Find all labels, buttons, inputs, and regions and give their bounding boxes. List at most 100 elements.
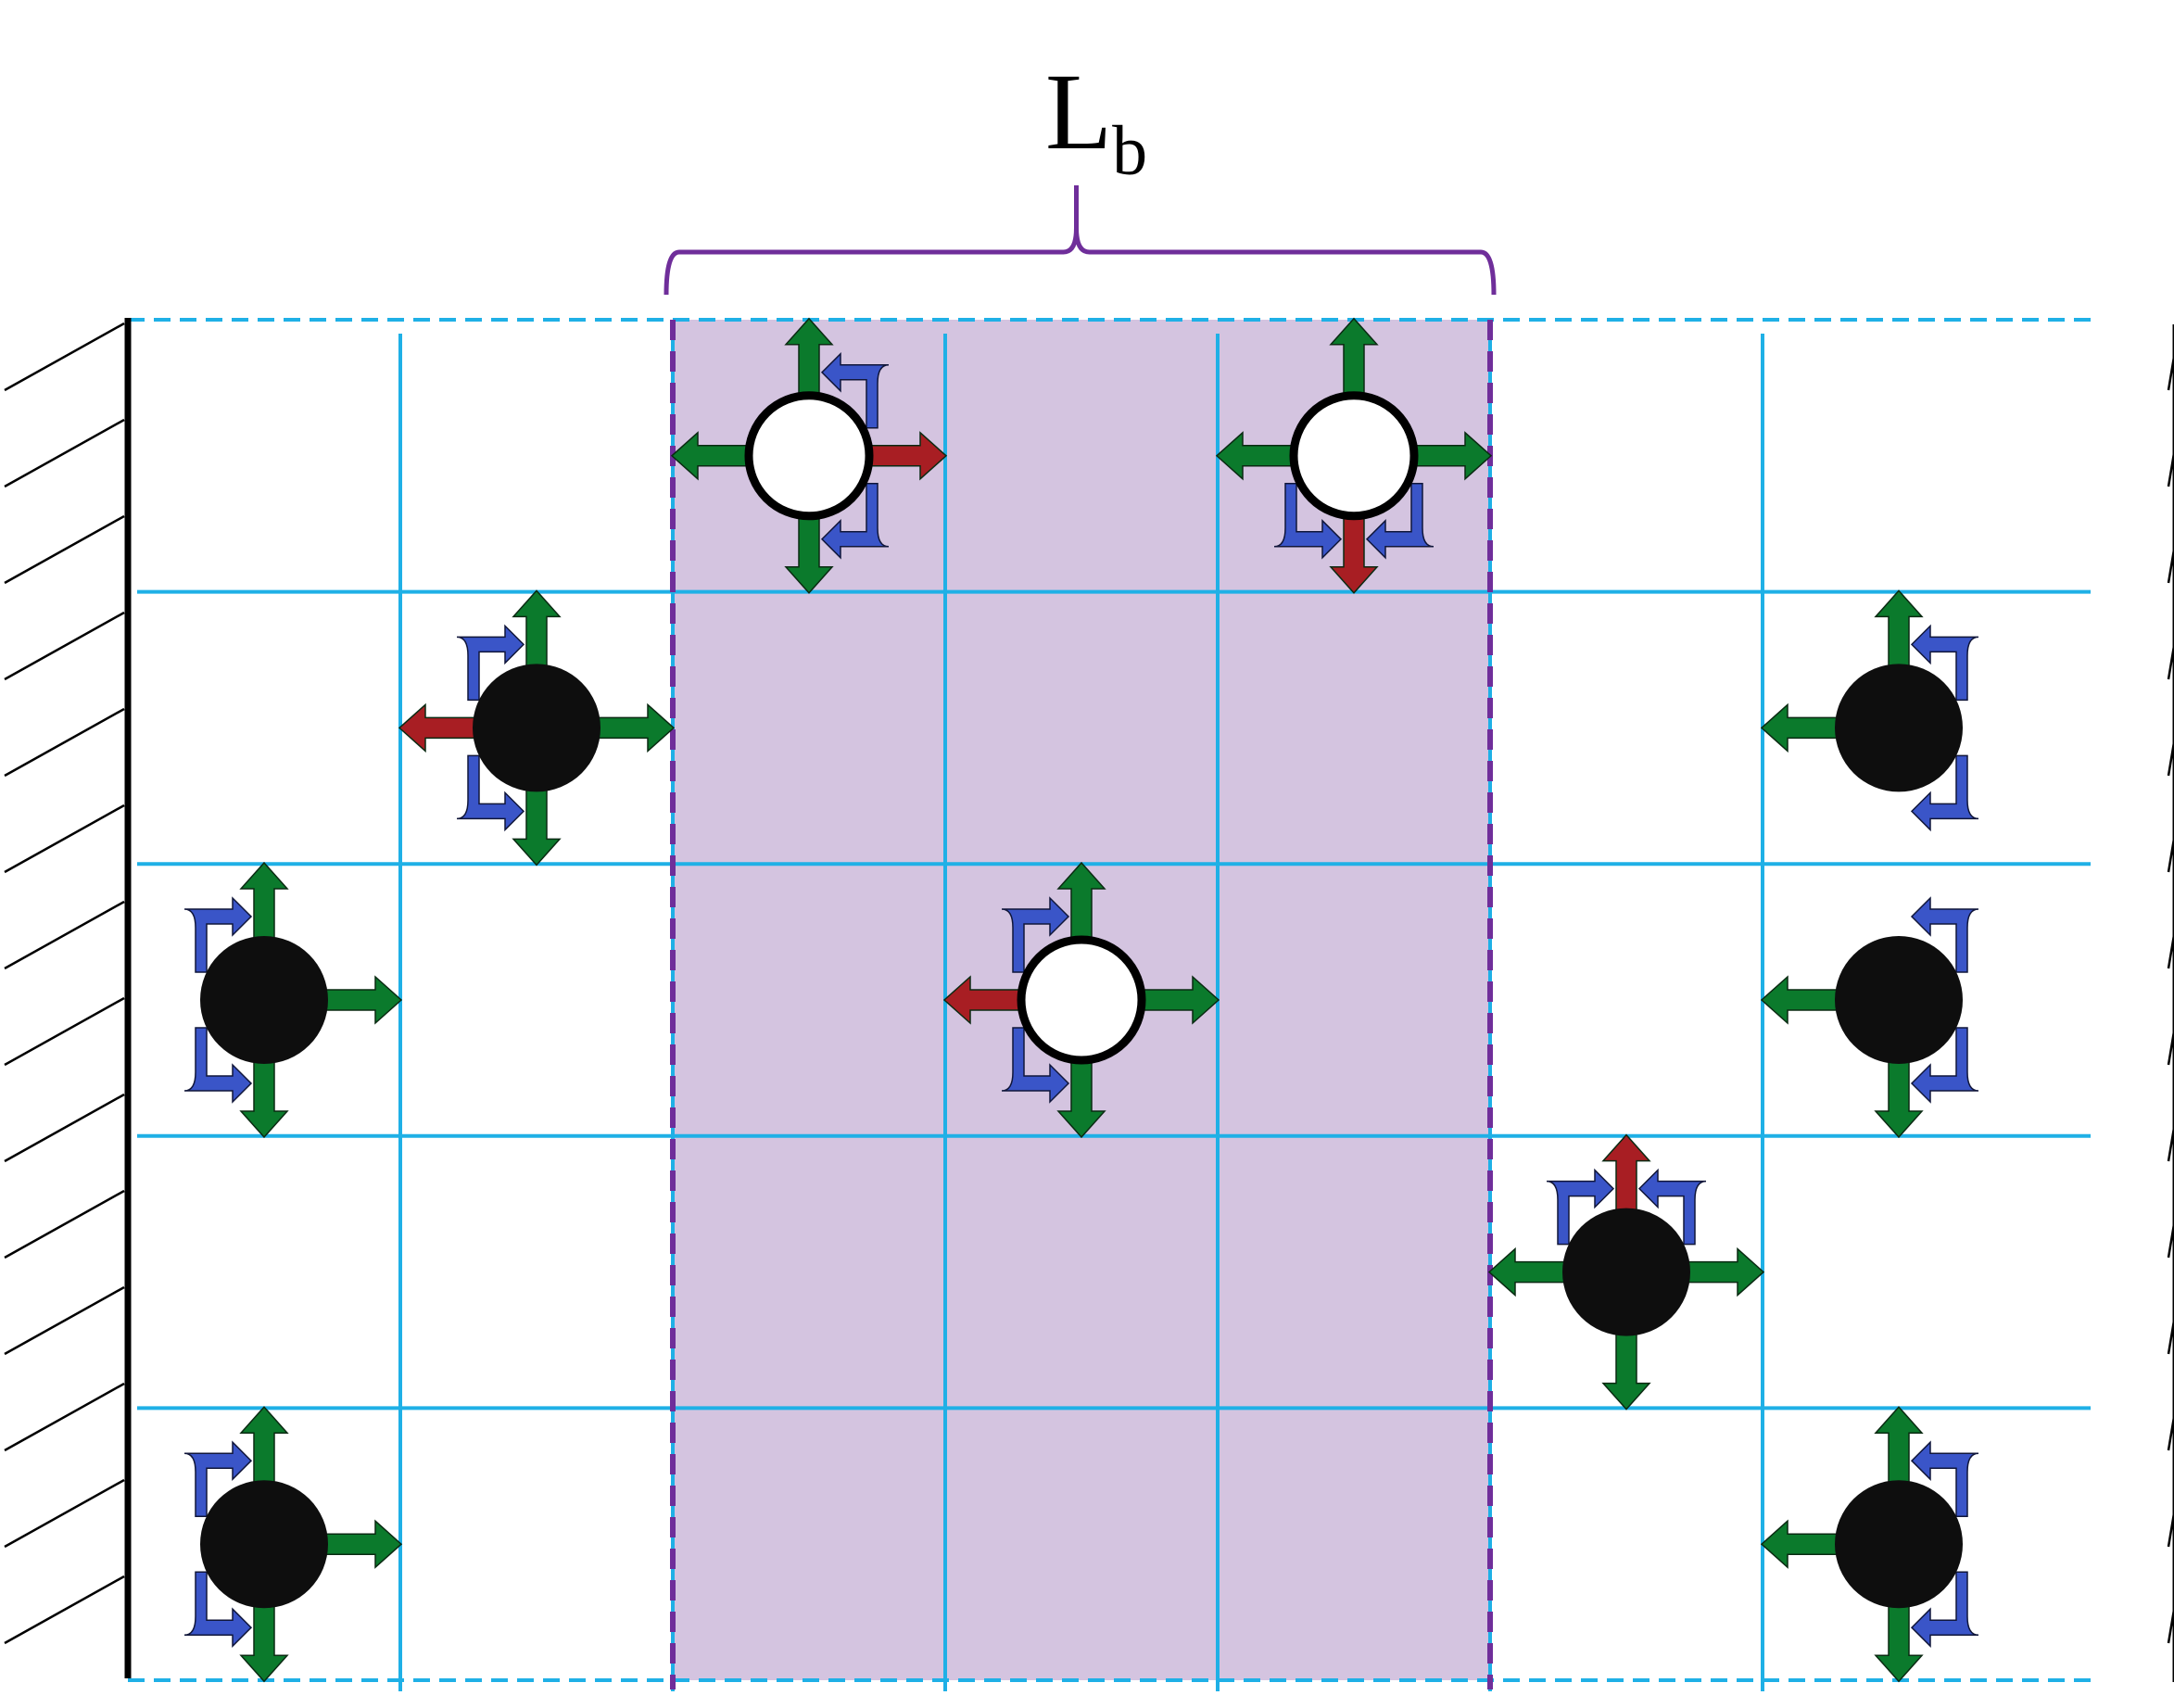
particle-filled bbox=[183, 1406, 403, 1683]
rotation-arrow-icon bbox=[183, 1027, 253, 1104]
wall-hatch-right bbox=[2167, 639, 2174, 680]
wall-hatch-right bbox=[2167, 1602, 2174, 1644]
wall-hatch-left bbox=[4, 1382, 125, 1452]
wall-hatch-left bbox=[4, 996, 125, 1067]
band-length-label-sub: b bbox=[1112, 112, 1147, 190]
wall-hatch-left bbox=[4, 611, 125, 681]
particle-filled-circle bbox=[1835, 936, 1963, 1064]
particle-filled bbox=[1760, 589, 1979, 832]
particle-open-circle bbox=[1289, 391, 1419, 521]
green-arrow-right-icon bbox=[1410, 431, 1493, 481]
particle-open bbox=[1215, 317, 1493, 594]
wall-hatch-right bbox=[2167, 735, 2174, 777]
rotation-arrow-icon bbox=[456, 624, 525, 702]
particle-filled-circle bbox=[473, 664, 600, 792]
wall-hatch-left bbox=[4, 803, 125, 874]
wall-hatch-right bbox=[2167, 542, 2174, 584]
particle-open-circle bbox=[744, 391, 874, 521]
rotation-arrow-icon bbox=[1910, 1440, 1979, 1517]
red-arrow-right-icon bbox=[866, 431, 948, 481]
green-arrow-up-icon bbox=[1874, 589, 1924, 672]
wall-hatch-right bbox=[2167, 1217, 2174, 1259]
green-arrow-up-icon bbox=[1329, 317, 1379, 399]
particle-open bbox=[670, 317, 948, 594]
red-arrow-up-icon bbox=[1601, 1133, 1651, 1216]
particle-open-circle bbox=[1017, 935, 1146, 1065]
wall-hatch-left bbox=[4, 707, 125, 778]
green-arrow-right-icon bbox=[321, 1519, 403, 1569]
rotation-arrow-icon bbox=[1001, 896, 1070, 973]
rotation-arrow-icon bbox=[1546, 1168, 1615, 1246]
wall-hatch-left bbox=[4, 322, 125, 392]
green-arrow-left-icon bbox=[1215, 431, 1297, 481]
green-arrow-down-icon bbox=[1601, 1328, 1651, 1411]
green-arrow-down-icon bbox=[1056, 1056, 1106, 1139]
wall-hatch-right bbox=[2167, 446, 2174, 487]
red-arrow-left-icon bbox=[942, 975, 1025, 1025]
wall-hatch-left bbox=[4, 418, 125, 488]
green-arrow-up-icon bbox=[784, 317, 834, 399]
green-arrow-right-icon bbox=[593, 702, 676, 753]
particle-filled bbox=[398, 589, 676, 867]
green-arrow-down-icon bbox=[784, 512, 834, 594]
wall-hatch-left bbox=[4, 514, 125, 585]
green-arrow-down-icon bbox=[512, 784, 562, 867]
rotation-arrow-icon bbox=[1637, 1168, 1707, 1246]
rotation-arrow-icon bbox=[183, 896, 253, 973]
rotation-arrow-icon bbox=[1910, 1027, 1979, 1104]
rotation-arrow-icon bbox=[820, 483, 890, 560]
wall-hatch-left bbox=[4, 900, 125, 970]
walls-layer bbox=[4, 318, 2174, 1682]
wall-hatch-left bbox=[4, 1093, 125, 1163]
rotation-arrow-icon bbox=[1365, 483, 1435, 560]
wall-hatch-right bbox=[2167, 831, 2174, 873]
green-arrow-up-icon bbox=[239, 861, 289, 943]
green-arrow-down-icon bbox=[1874, 1600, 1924, 1683]
grid-layer bbox=[128, 318, 2091, 1691]
rotation-arrow-icon bbox=[183, 1571, 253, 1649]
green-arrow-right-icon bbox=[1683, 1246, 1765, 1297]
green-arrow-up-icon bbox=[1056, 861, 1106, 943]
wall-hatch-right bbox=[2167, 1120, 2174, 1162]
rotation-arrow-icon bbox=[1910, 754, 1979, 832]
particle-filled bbox=[1760, 1406, 1979, 1683]
red-arrow-left-icon bbox=[398, 702, 480, 753]
particle-filled-circle bbox=[1835, 1480, 1963, 1609]
green-arrow-left-icon bbox=[1487, 1246, 1570, 1297]
rotation-arrow-icon bbox=[1910, 1571, 1979, 1649]
wall-hatch-right bbox=[2167, 349, 2174, 391]
rotation-arrow-icon bbox=[183, 1440, 253, 1517]
particle-filled-circle bbox=[1562, 1208, 1690, 1336]
rotation-arrow-icon bbox=[1001, 1027, 1070, 1104]
particle-filled-circle bbox=[200, 1480, 328, 1609]
green-arrow-up-icon bbox=[239, 1406, 289, 1487]
green-arrow-right-icon bbox=[321, 975, 403, 1025]
green-arrow-down-icon bbox=[1874, 1056, 1924, 1139]
particle-open bbox=[942, 861, 1220, 1139]
rotation-arrow-icon bbox=[1910, 896, 1979, 973]
rotation-arrow-icon bbox=[1910, 624, 1979, 702]
green-arrow-left-icon bbox=[1760, 975, 1842, 1025]
particle-filled-circle bbox=[1835, 664, 1963, 792]
green-arrow-left-icon bbox=[1760, 702, 1842, 753]
wall-hatch-left bbox=[4, 1189, 125, 1259]
green-arrow-up-icon bbox=[512, 589, 562, 672]
green-arrow-down-icon bbox=[239, 1600, 289, 1683]
wall-hatch-left bbox=[4, 1478, 125, 1549]
brace-layer bbox=[664, 185, 1497, 296]
rotation-arrow-icon bbox=[1273, 483, 1343, 560]
band-brace bbox=[664, 185, 1497, 296]
particles-layer bbox=[183, 317, 1979, 1683]
rotation-arrow-icon bbox=[456, 754, 525, 832]
green-arrow-up-icon bbox=[1874, 1406, 1924, 1487]
green-arrow-left-icon bbox=[670, 431, 752, 481]
wall-hatch-right bbox=[2167, 1506, 2174, 1548]
wall-hatch-left bbox=[4, 1285, 125, 1356]
wall-hatch-left bbox=[4, 1575, 125, 1645]
wall-hatch-right bbox=[2167, 1024, 2174, 1066]
particle-filled bbox=[183, 861, 403, 1139]
rotation-arrow-icon bbox=[820, 351, 890, 429]
particle-filled bbox=[1760, 896, 1979, 1139]
green-arrow-down-icon bbox=[239, 1056, 289, 1139]
